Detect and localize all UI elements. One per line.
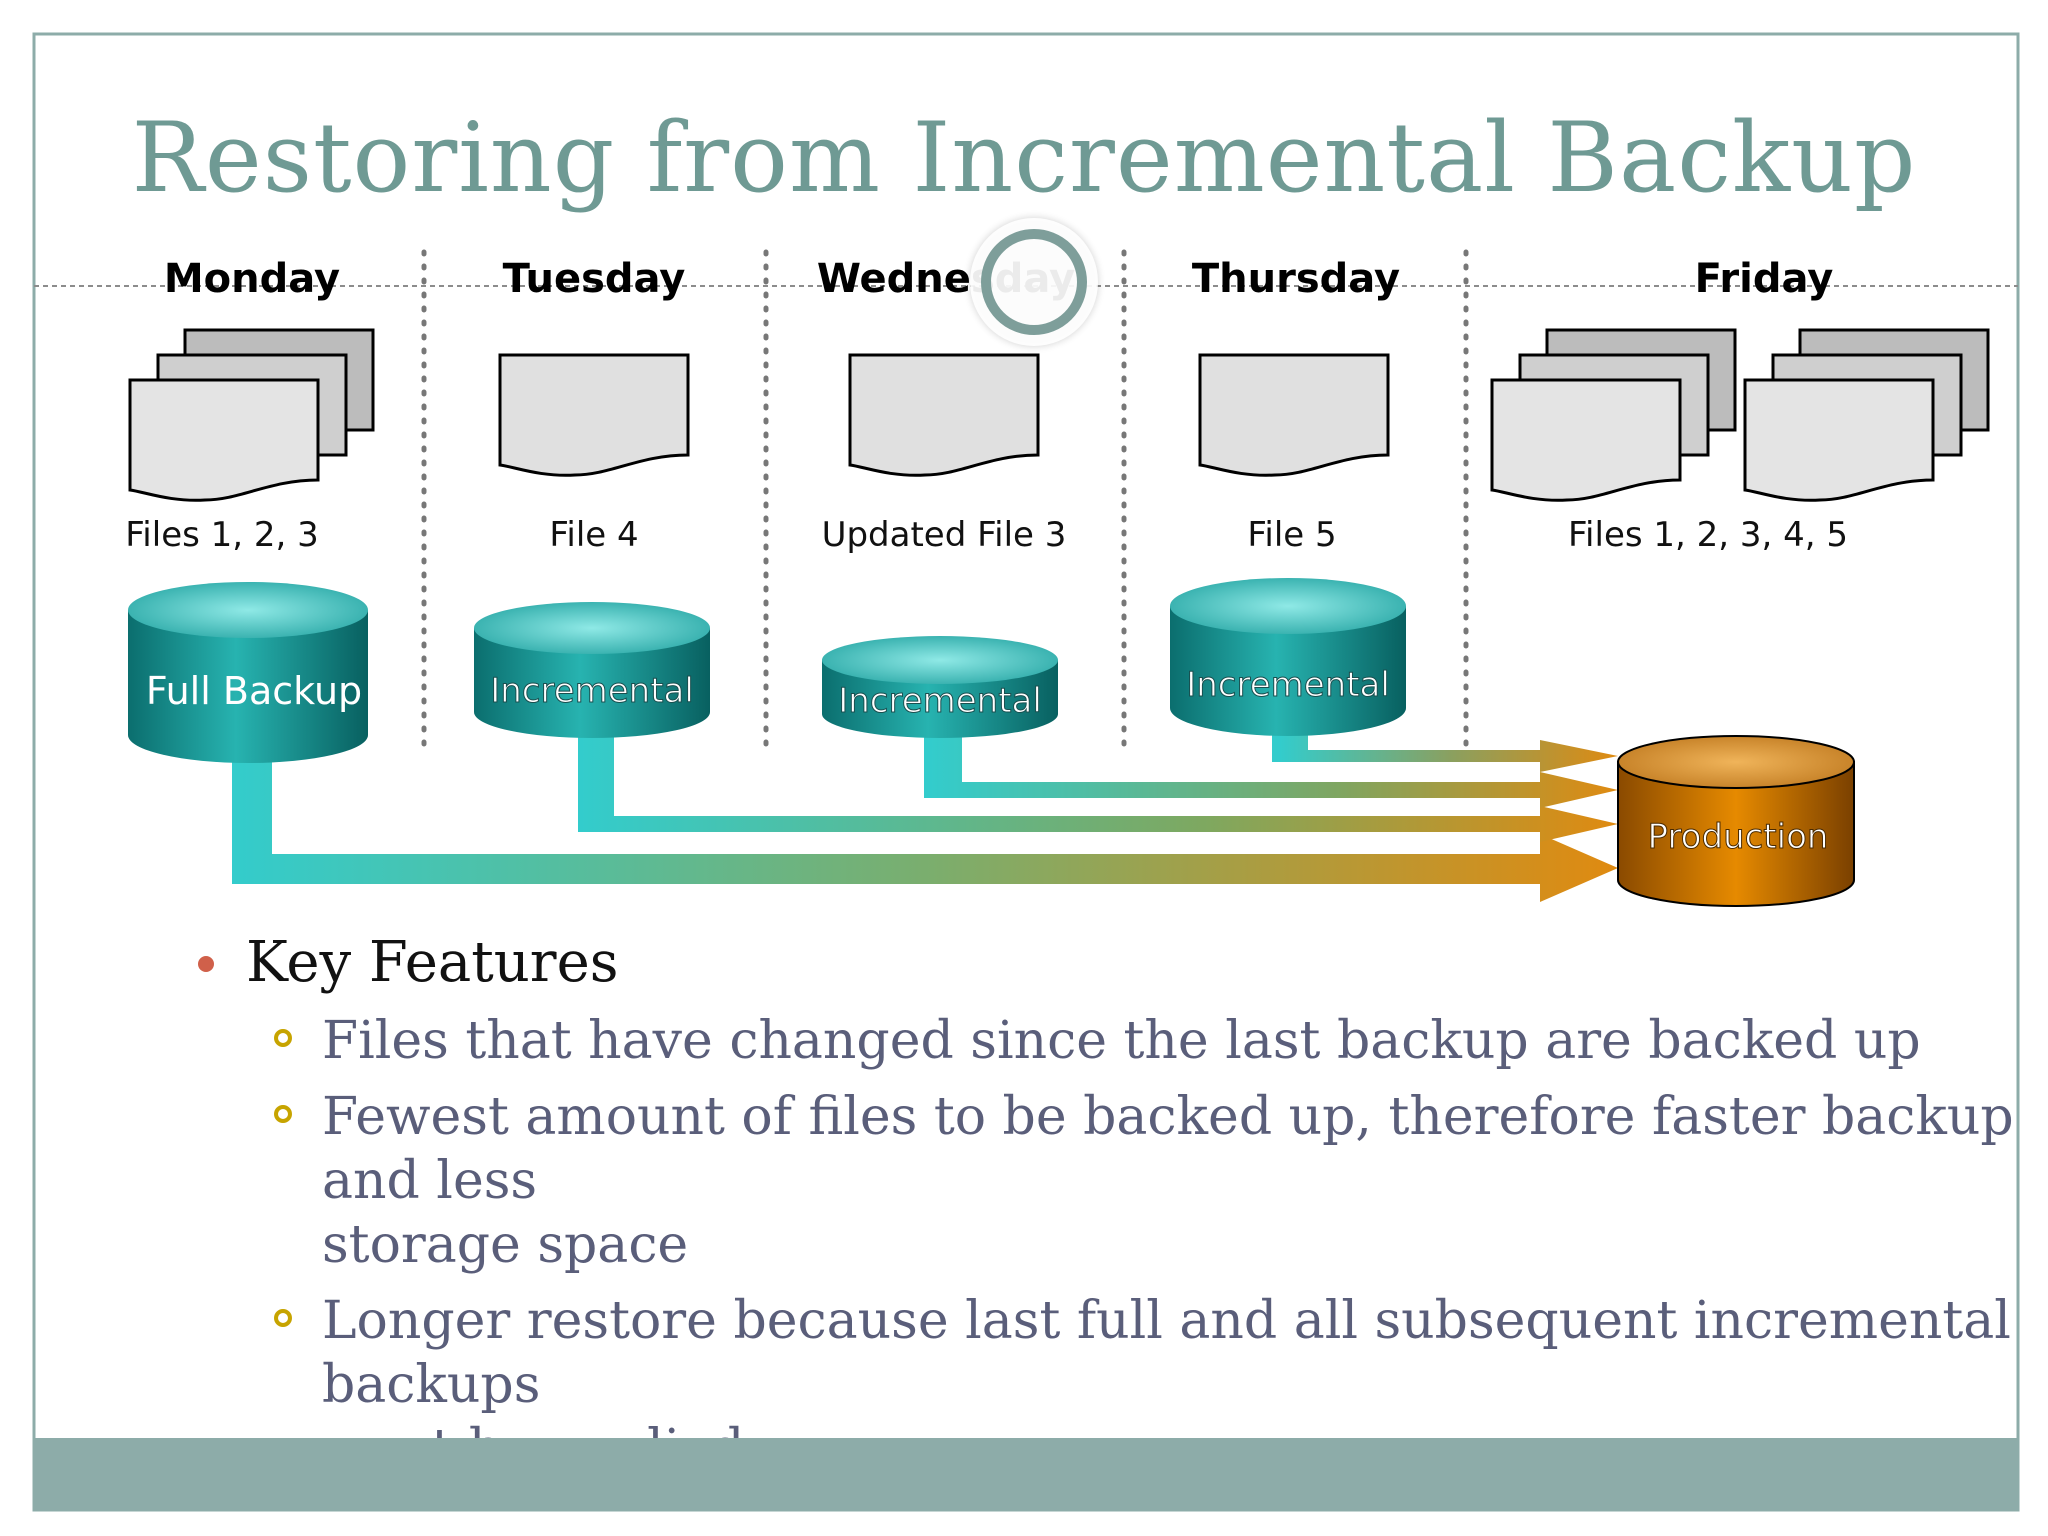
- thursday-document: [1198, 353, 1390, 477]
- sub-bullet-2: Fewest amount of files to be backed up, …: [190, 1085, 2048, 1277]
- files-label-tuesday: File 4: [549, 515, 638, 555]
- sub-bullet-2-line-2: storage space: [322, 1215, 689, 1275]
- files-label-monday: Files 1, 2, 3: [125, 515, 319, 555]
- key-features-heading: Key Features: [246, 930, 619, 995]
- cylinder-incremental-tuesday: [474, 602, 710, 738]
- ring-bullet-icon: [274, 1029, 292, 1047]
- cylinder-full-backup: [128, 582, 368, 763]
- monday-documents: [128, 328, 375, 502]
- files-label-wednesday: Updated File 3: [822, 515, 1067, 555]
- day-monday: Monday: [164, 256, 340, 302]
- sub-bullet-1-line-1: Files that have changed since the last b…: [322, 1011, 1921, 1071]
- files-label-friday: Files 1, 2, 3, 4, 5: [1568, 515, 1848, 555]
- day-dividers: [421, 249, 1469, 753]
- arrow-tuesday: [578, 730, 1618, 842]
- restore-arrows: [232, 720, 1618, 902]
- cylinder-incremental-thursday: [1170, 578, 1406, 736]
- pointer-ring: [970, 218, 1098, 346]
- day-thursday: Thursday: [1192, 256, 1400, 302]
- bullet-key-features: Key Features: [190, 930, 2048, 995]
- label-production: Production: [1648, 817, 1829, 857]
- sub-bullet-3-line-1: Longer restore because last full and all…: [322, 1291, 2011, 1415]
- arrow-wednesday: [924, 730, 1618, 808]
- sub-bullet-2-line-1: Fewest amount of files to be backed up, …: [322, 1087, 2014, 1211]
- label-incremental-wednesday: Incremental: [838, 681, 1042, 721]
- friday-documents-right: [1743, 328, 1990, 502]
- friday-documents-left: [1490, 328, 1737, 502]
- arrow-full-backup: [232, 740, 1618, 902]
- label-full-backup: Full Backup: [146, 669, 362, 713]
- label-incremental-thursday: Incremental: [1186, 665, 1390, 705]
- arrow-thursday: [1272, 720, 1618, 772]
- slide-border: [32, 32, 2020, 1512]
- footer-band: [34, 1438, 2018, 1510]
- ring-bullet-icon: [274, 1309, 292, 1327]
- day-tuesday: Tuesday: [503, 256, 686, 302]
- cylinder-production: [1617, 735, 1855, 907]
- slide-title: Restoring from Incremental Backup: [131, 102, 1917, 214]
- ring-bullet-icon: [274, 1105, 292, 1123]
- bullet-dot-icon: [198, 956, 214, 972]
- tuesday-document: [498, 353, 690, 477]
- cylinder-incremental-wednesday: [822, 636, 1058, 738]
- sub-bullet-1: Files that have changed since the last b…: [190, 1009, 2048, 1073]
- day-friday: Friday: [1695, 256, 1834, 302]
- key-features: Key Features Files that have changed sin…: [190, 930, 2048, 1493]
- files-label-thursday: File 5: [1247, 515, 1336, 555]
- wednesday-document: [848, 353, 1040, 477]
- label-incremental-tuesday: Incremental: [490, 671, 694, 711]
